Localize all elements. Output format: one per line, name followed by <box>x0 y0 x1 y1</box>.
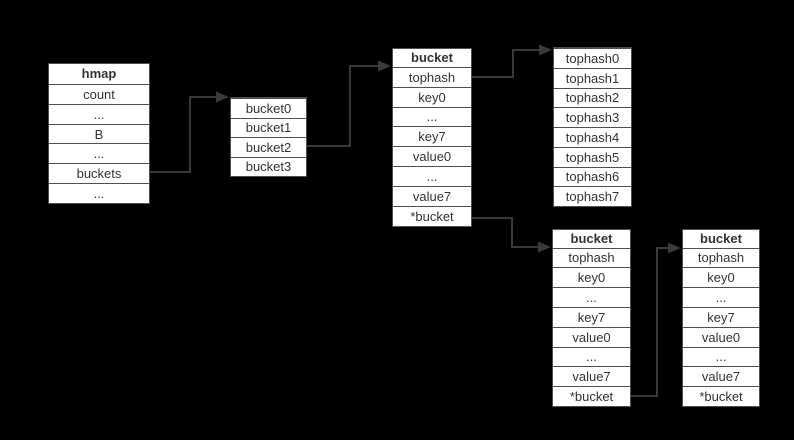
table-row: ... <box>553 346 630 367</box>
table-row: tophash5 <box>554 146 631 167</box>
table-row: tophash <box>553 247 630 268</box>
overflow-bucket2-title: bucket <box>700 231 742 247</box>
table-row: tophash <box>683 247 759 268</box>
table-row: value7 <box>393 186 471 206</box>
table-row: tophash2 <box>554 87 631 108</box>
arrow-bucket2-to-main-bucket <box>307 60 391 147</box>
table-row: ... <box>393 106 471 127</box>
hmap-table: hmap count...B...buckets... <box>48 63 150 204</box>
table-row: ... <box>683 287 759 307</box>
table-row: bucket3 <box>231 156 306 177</box>
table-row: tophash7 <box>554 186 631 206</box>
table-row: tophash3 <box>554 107 631 127</box>
hmap-table-rows: count...B...buckets... <box>49 83 149 203</box>
table-row: ... <box>553 287 630 307</box>
table-row: ... <box>49 103 149 124</box>
table-row: key7 <box>553 306 630 327</box>
table-row: bucket2 <box>231 137 306 157</box>
arrow-overflow-bucket1-to-overflow-bucket2 <box>631 242 681 397</box>
table-row: value0 <box>553 326 630 347</box>
table-row: key0 <box>393 86 471 107</box>
arrow-tophash-to-tophash-array <box>472 44 552 78</box>
table-row: tophash0 <box>554 48 631 68</box>
table-row: ... <box>49 143 149 163</box>
arrow-main-bucket-to-overflow-bucket1 <box>472 217 551 253</box>
table-row: bucket1 <box>231 117 306 138</box>
table-row: ... <box>49 183 149 203</box>
table-row: *bucket <box>553 386 630 406</box>
table-row: *bucket <box>393 206 471 226</box>
main-bucket-title: bucket <box>411 50 453 66</box>
table-row: value7 <box>553 366 630 386</box>
table-row: key7 <box>393 126 471 146</box>
overflow-bucket1-title: bucket <box>570 231 613 247</box>
table-row: *bucket <box>683 386 759 406</box>
table-row: tophash4 <box>554 127 631 147</box>
table-row: key7 <box>683 306 759 327</box>
hmap-table-title: hmap <box>81 66 117 82</box>
table-row: count <box>49 83 149 104</box>
table-row: ... <box>683 346 759 367</box>
table-row: key0 <box>683 267 759 287</box>
table-row: bucket0 <box>231 98 306 118</box>
table-row: value7 <box>683 366 759 386</box>
table-row: B <box>49 123 149 144</box>
table-row: tophash1 <box>554 67 631 88</box>
table-row: buckets <box>49 163 149 183</box>
arrow-hmap-buckets-to-bucket-array <box>150 91 229 173</box>
table-row: tophash <box>393 66 471 87</box>
table-row: value0 <box>683 326 759 347</box>
table-row: key0 <box>553 267 630 287</box>
table-row: tophash6 <box>554 166 631 187</box>
table-row: ... <box>393 166 471 186</box>
table-row: value0 <box>393 146 471 166</box>
